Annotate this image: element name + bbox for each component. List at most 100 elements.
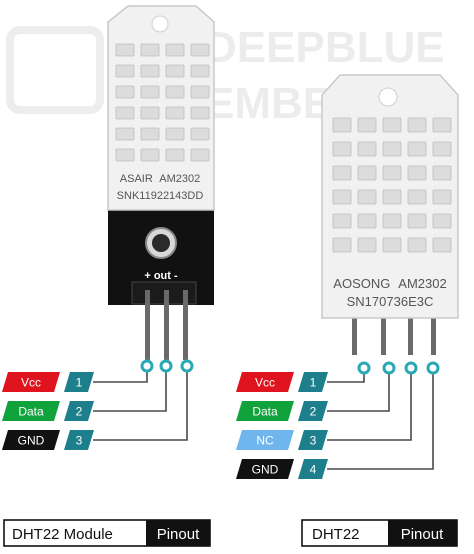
module-pin-label: Vcc xyxy=(21,376,41,390)
sensor-grille-slot xyxy=(382,117,402,133)
module-grille-slot xyxy=(140,127,160,141)
sensor-grille-slot xyxy=(357,165,377,181)
module-grille-slot xyxy=(115,43,135,57)
sensor-pad-3 xyxy=(404,361,418,375)
module-pin-label-bg xyxy=(2,401,60,421)
module-brand: ASAIR xyxy=(120,173,153,185)
sensor-grille-slot xyxy=(407,237,427,253)
module-grille-slot xyxy=(140,148,160,162)
sensor-pin-label: Data xyxy=(252,405,278,419)
module-pin-3 xyxy=(183,290,188,360)
sensor-pin-number: 1 xyxy=(310,376,317,390)
sensor-serial: SN170736E3C xyxy=(347,294,434,309)
module-grille-slot xyxy=(115,85,135,99)
sensor-caption-name: DHT22 xyxy=(312,526,360,543)
sensor-pin-number: 2 xyxy=(310,405,317,419)
sensor-grille-slot xyxy=(382,141,402,157)
module-grille-slot xyxy=(165,127,185,141)
module-grille-slot xyxy=(190,64,210,78)
sensor-pin-number: 3 xyxy=(310,434,317,448)
sensor-pin-label-bg xyxy=(236,401,294,421)
sensor-mount-hole xyxy=(378,87,398,107)
module-pin-label-bg xyxy=(2,430,60,450)
sensor-pin-2 xyxy=(381,305,386,355)
module-pin-number-bg xyxy=(64,372,94,392)
sensor-grille-slot xyxy=(432,117,452,133)
sensor-caption: DHT22 Pinout xyxy=(301,519,458,547)
module-mount-hole xyxy=(151,15,169,33)
sensor-grille-slot xyxy=(332,117,352,133)
module-wire-2 xyxy=(93,366,167,412)
sensor-wire-4 xyxy=(327,368,434,470)
sensor-grille-slot xyxy=(432,213,452,229)
module-grille-slot xyxy=(115,127,135,141)
sensor-pin-label: NC xyxy=(256,434,274,448)
sensor-grille-slot xyxy=(332,165,352,181)
sensor-pin-number-bg xyxy=(298,430,328,450)
module-pin-label-bg xyxy=(2,372,60,392)
module-model: AM2302 xyxy=(159,173,200,185)
sensor-pin-1: Vcc 1 xyxy=(236,372,328,392)
watermark-logo xyxy=(6,26,104,114)
module-pin-number: 1 xyxy=(76,376,83,390)
sensor-pin-4 xyxy=(431,305,436,355)
sensor-grille-slot xyxy=(357,189,377,205)
sensor-illustration: AOSONG AM2302 SN170736E3C xyxy=(321,74,459,355)
module-sensor-body xyxy=(107,5,215,211)
module-pin-number-bg xyxy=(64,430,94,450)
sensor-pin-number-bg xyxy=(298,372,328,392)
sensor-pin-label: Vcc xyxy=(255,376,275,390)
module-grille-slot xyxy=(165,64,185,78)
module-pin-1 xyxy=(145,290,150,360)
sensor-grille-slot xyxy=(407,141,427,157)
module-grille-slot xyxy=(140,106,160,120)
sensor-pad-4 xyxy=(426,361,440,375)
sensor-pin-2: Data 2 xyxy=(236,401,328,421)
sensor-brand-row: AOSONG AM2302 xyxy=(333,276,446,291)
sensor-model: AM2302 xyxy=(398,276,446,291)
sensor-pin-label: GND xyxy=(252,463,279,477)
sensor-grille-slot xyxy=(357,141,377,157)
module-grille-slot xyxy=(140,43,160,57)
sensor-pin-3 xyxy=(408,305,413,355)
module-wire-1 xyxy=(93,366,148,383)
module-pads xyxy=(140,359,194,373)
sensor-pin-label-bg xyxy=(236,430,294,450)
sensor-pin-3: NC 3 xyxy=(236,430,328,450)
module-caption-suffix: Pinout xyxy=(157,526,200,543)
module-grille-slot xyxy=(115,106,135,120)
module-illustration: + out - ASAIR AM2302 SNK11922143DD xyxy=(107,5,215,360)
sensor-pin-1 xyxy=(352,305,357,355)
sensor-grille-slot xyxy=(382,165,402,181)
sensor-wires xyxy=(327,368,434,470)
module-grille xyxy=(115,43,210,162)
sensor-grille-slot xyxy=(432,141,452,157)
module-grille-slot xyxy=(165,106,185,120)
module-grille-slot xyxy=(115,64,135,78)
module-caption-name: DHT22 Module xyxy=(12,526,113,543)
sensor-caption-suffix: Pinout xyxy=(401,526,444,543)
module-caption-dark xyxy=(146,520,210,546)
sensor-grille-slot xyxy=(357,117,377,133)
sensor-wire-3 xyxy=(327,368,412,441)
sensor-pad-1 xyxy=(357,361,371,375)
sensor-grille-slot xyxy=(332,237,352,253)
module-pin-2 xyxy=(164,290,169,360)
module-pin-number-bg xyxy=(64,401,94,421)
sensor-grille-slot xyxy=(407,117,427,133)
module-pin-1: Vcc 1 xyxy=(2,372,94,392)
module-grille-slot xyxy=(165,148,185,162)
module-grille-slot xyxy=(190,106,210,120)
module-pin-label: GND xyxy=(18,434,45,448)
mounting-hole-center xyxy=(152,234,170,252)
sensor-grille-slot xyxy=(382,213,402,229)
module-wire-3 xyxy=(93,366,188,441)
module-header-text: + out - xyxy=(144,270,178,282)
module-grille-slot xyxy=(190,85,210,99)
sensor-caption-dark xyxy=(388,520,457,546)
module-grille-slot xyxy=(140,85,160,99)
